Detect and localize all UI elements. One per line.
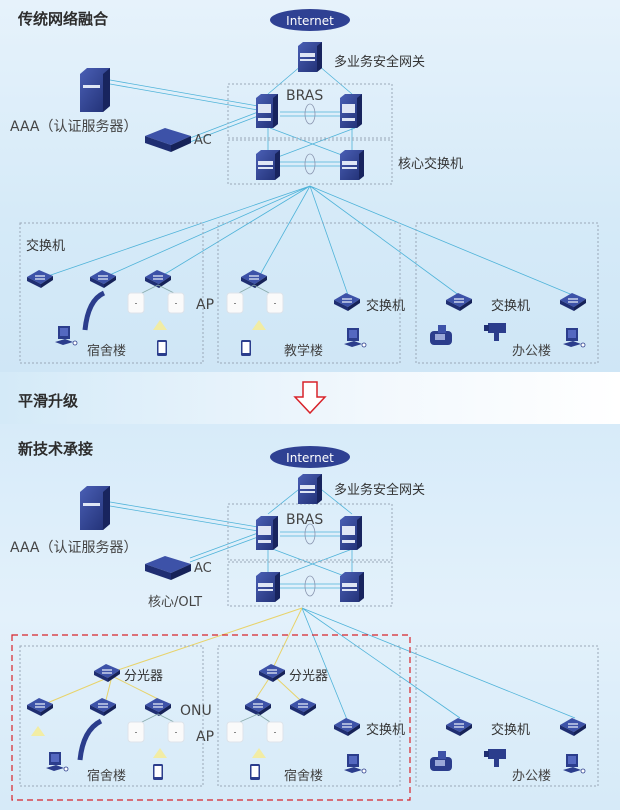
top-group-boxes xyxy=(19,83,599,364)
new-tech-title: 新技术承接 xyxy=(18,440,94,458)
camera-icon xyxy=(484,323,506,341)
onu-icon xyxy=(144,697,172,717)
internet-cloud-top: Internet xyxy=(270,9,350,31)
access-switch-icon xyxy=(333,717,361,737)
pc-icon xyxy=(343,327,367,348)
splitter-icon xyxy=(258,663,286,683)
olt-icon xyxy=(256,572,280,602)
ap-label: AP xyxy=(196,297,214,313)
bras-router-icon xyxy=(340,94,362,128)
bras-router-icon xyxy=(340,516,362,550)
ap-label: AP xyxy=(196,729,214,745)
ap-icon xyxy=(226,721,244,743)
wifi-signal-icon xyxy=(252,748,266,758)
ap-icon xyxy=(167,721,185,743)
access-switch-icon xyxy=(89,269,117,289)
wifi-signal-icon xyxy=(153,320,167,330)
phone-icon xyxy=(241,340,251,356)
onu-label: ONU xyxy=(180,703,212,719)
teaching-building-label: 教学楼 xyxy=(284,343,323,359)
phone-icon xyxy=(157,340,167,356)
splitter-icon xyxy=(93,663,121,683)
splitter-label: 分光器 xyxy=(124,669,163,684)
access-switch-icon xyxy=(559,292,587,312)
ap-icon xyxy=(127,721,145,743)
down-arrow-icon xyxy=(293,381,327,415)
core-switch-icon xyxy=(340,150,364,180)
ap-icon xyxy=(266,292,284,314)
cable-icon xyxy=(82,290,106,331)
pc-icon xyxy=(562,327,586,348)
onu-icon xyxy=(89,697,117,717)
olt-icon xyxy=(340,572,364,602)
onu-icon xyxy=(244,697,272,717)
switch-label: 交换机 xyxy=(491,722,530,738)
upgrade-title: 平滑升级 xyxy=(18,392,79,410)
pc-icon xyxy=(54,325,78,346)
access-switch-icon xyxy=(445,717,473,737)
pc-icon xyxy=(343,753,367,774)
aaa-server-icon xyxy=(80,68,110,112)
bras-label: BRAS xyxy=(286,88,323,104)
office-building-label: 办公楼 xyxy=(512,769,551,784)
core-switch-icon xyxy=(256,150,280,180)
ap-icon xyxy=(226,292,244,314)
fax-icon xyxy=(430,751,452,771)
office-building-label: 办公楼 xyxy=(512,344,551,359)
phone-icon xyxy=(153,764,163,780)
access-switch-icon xyxy=(559,717,587,737)
core-olt-label: 核心/OLT xyxy=(148,595,202,610)
gateway-icon xyxy=(298,474,322,504)
access-switch-icon xyxy=(26,269,54,289)
bottom-links xyxy=(109,481,576,723)
internet-label: Internet xyxy=(286,14,334,28)
camera-icon xyxy=(484,749,506,767)
phone-icon xyxy=(250,764,260,780)
ac-label: AC xyxy=(194,561,212,576)
ap-icon xyxy=(167,292,185,314)
dorm-label: 宿舍楼 xyxy=(87,768,126,784)
dorm-label: 宿舍楼 xyxy=(284,768,323,784)
traditional-network-title: 传统网络融合 xyxy=(18,10,109,28)
pc-icon xyxy=(45,751,69,772)
fiber-links xyxy=(39,607,303,707)
dorm-label: 宿舍楼 xyxy=(87,343,126,359)
upgrade-highlight-box xyxy=(11,634,411,801)
internet-cloud-bottom: Internet xyxy=(270,446,350,468)
gateway-icon xyxy=(298,42,322,72)
core-switch-label: 核心交换机 xyxy=(398,156,463,172)
switch-label: 交换机 xyxy=(366,722,405,738)
gateway-label: 多业务安全网关 xyxy=(334,482,425,498)
ac-controller-icon xyxy=(145,556,191,580)
fax-icon xyxy=(430,325,452,345)
bras-router-icon xyxy=(256,516,278,550)
bras-router-icon xyxy=(256,94,278,128)
access-switch-icon xyxy=(333,292,361,312)
ac-controller-icon xyxy=(145,128,191,152)
ac-label: AC xyxy=(194,133,212,148)
pc-icon xyxy=(562,753,586,774)
ap-icon xyxy=(127,292,145,314)
onu-icon xyxy=(289,697,317,717)
wifi-signal-icon xyxy=(31,726,45,736)
aaa-server-icon xyxy=(80,486,110,530)
bottom-group-boxes xyxy=(19,503,599,787)
internet-label: Internet xyxy=(286,451,334,465)
access-switch-icon xyxy=(445,292,473,312)
access-switch-label: 交换机 xyxy=(26,238,65,254)
switch-label: 交换机 xyxy=(366,298,405,314)
wifi-signal-icon xyxy=(252,320,266,330)
switch-label: 交换机 xyxy=(491,298,530,314)
ap-icon xyxy=(266,721,284,743)
gateway-label: 多业务安全网关 xyxy=(334,54,425,70)
bras-label: BRAS xyxy=(286,512,323,528)
aaa-label: AAA（认证服务器） xyxy=(10,540,138,556)
onu-icon xyxy=(26,697,54,717)
cable-icon xyxy=(77,718,103,761)
wifi-signal-icon xyxy=(153,748,167,758)
aaa-label: AAA（认证服务器） xyxy=(10,119,138,135)
splitter-label: 分光器 xyxy=(289,669,328,684)
